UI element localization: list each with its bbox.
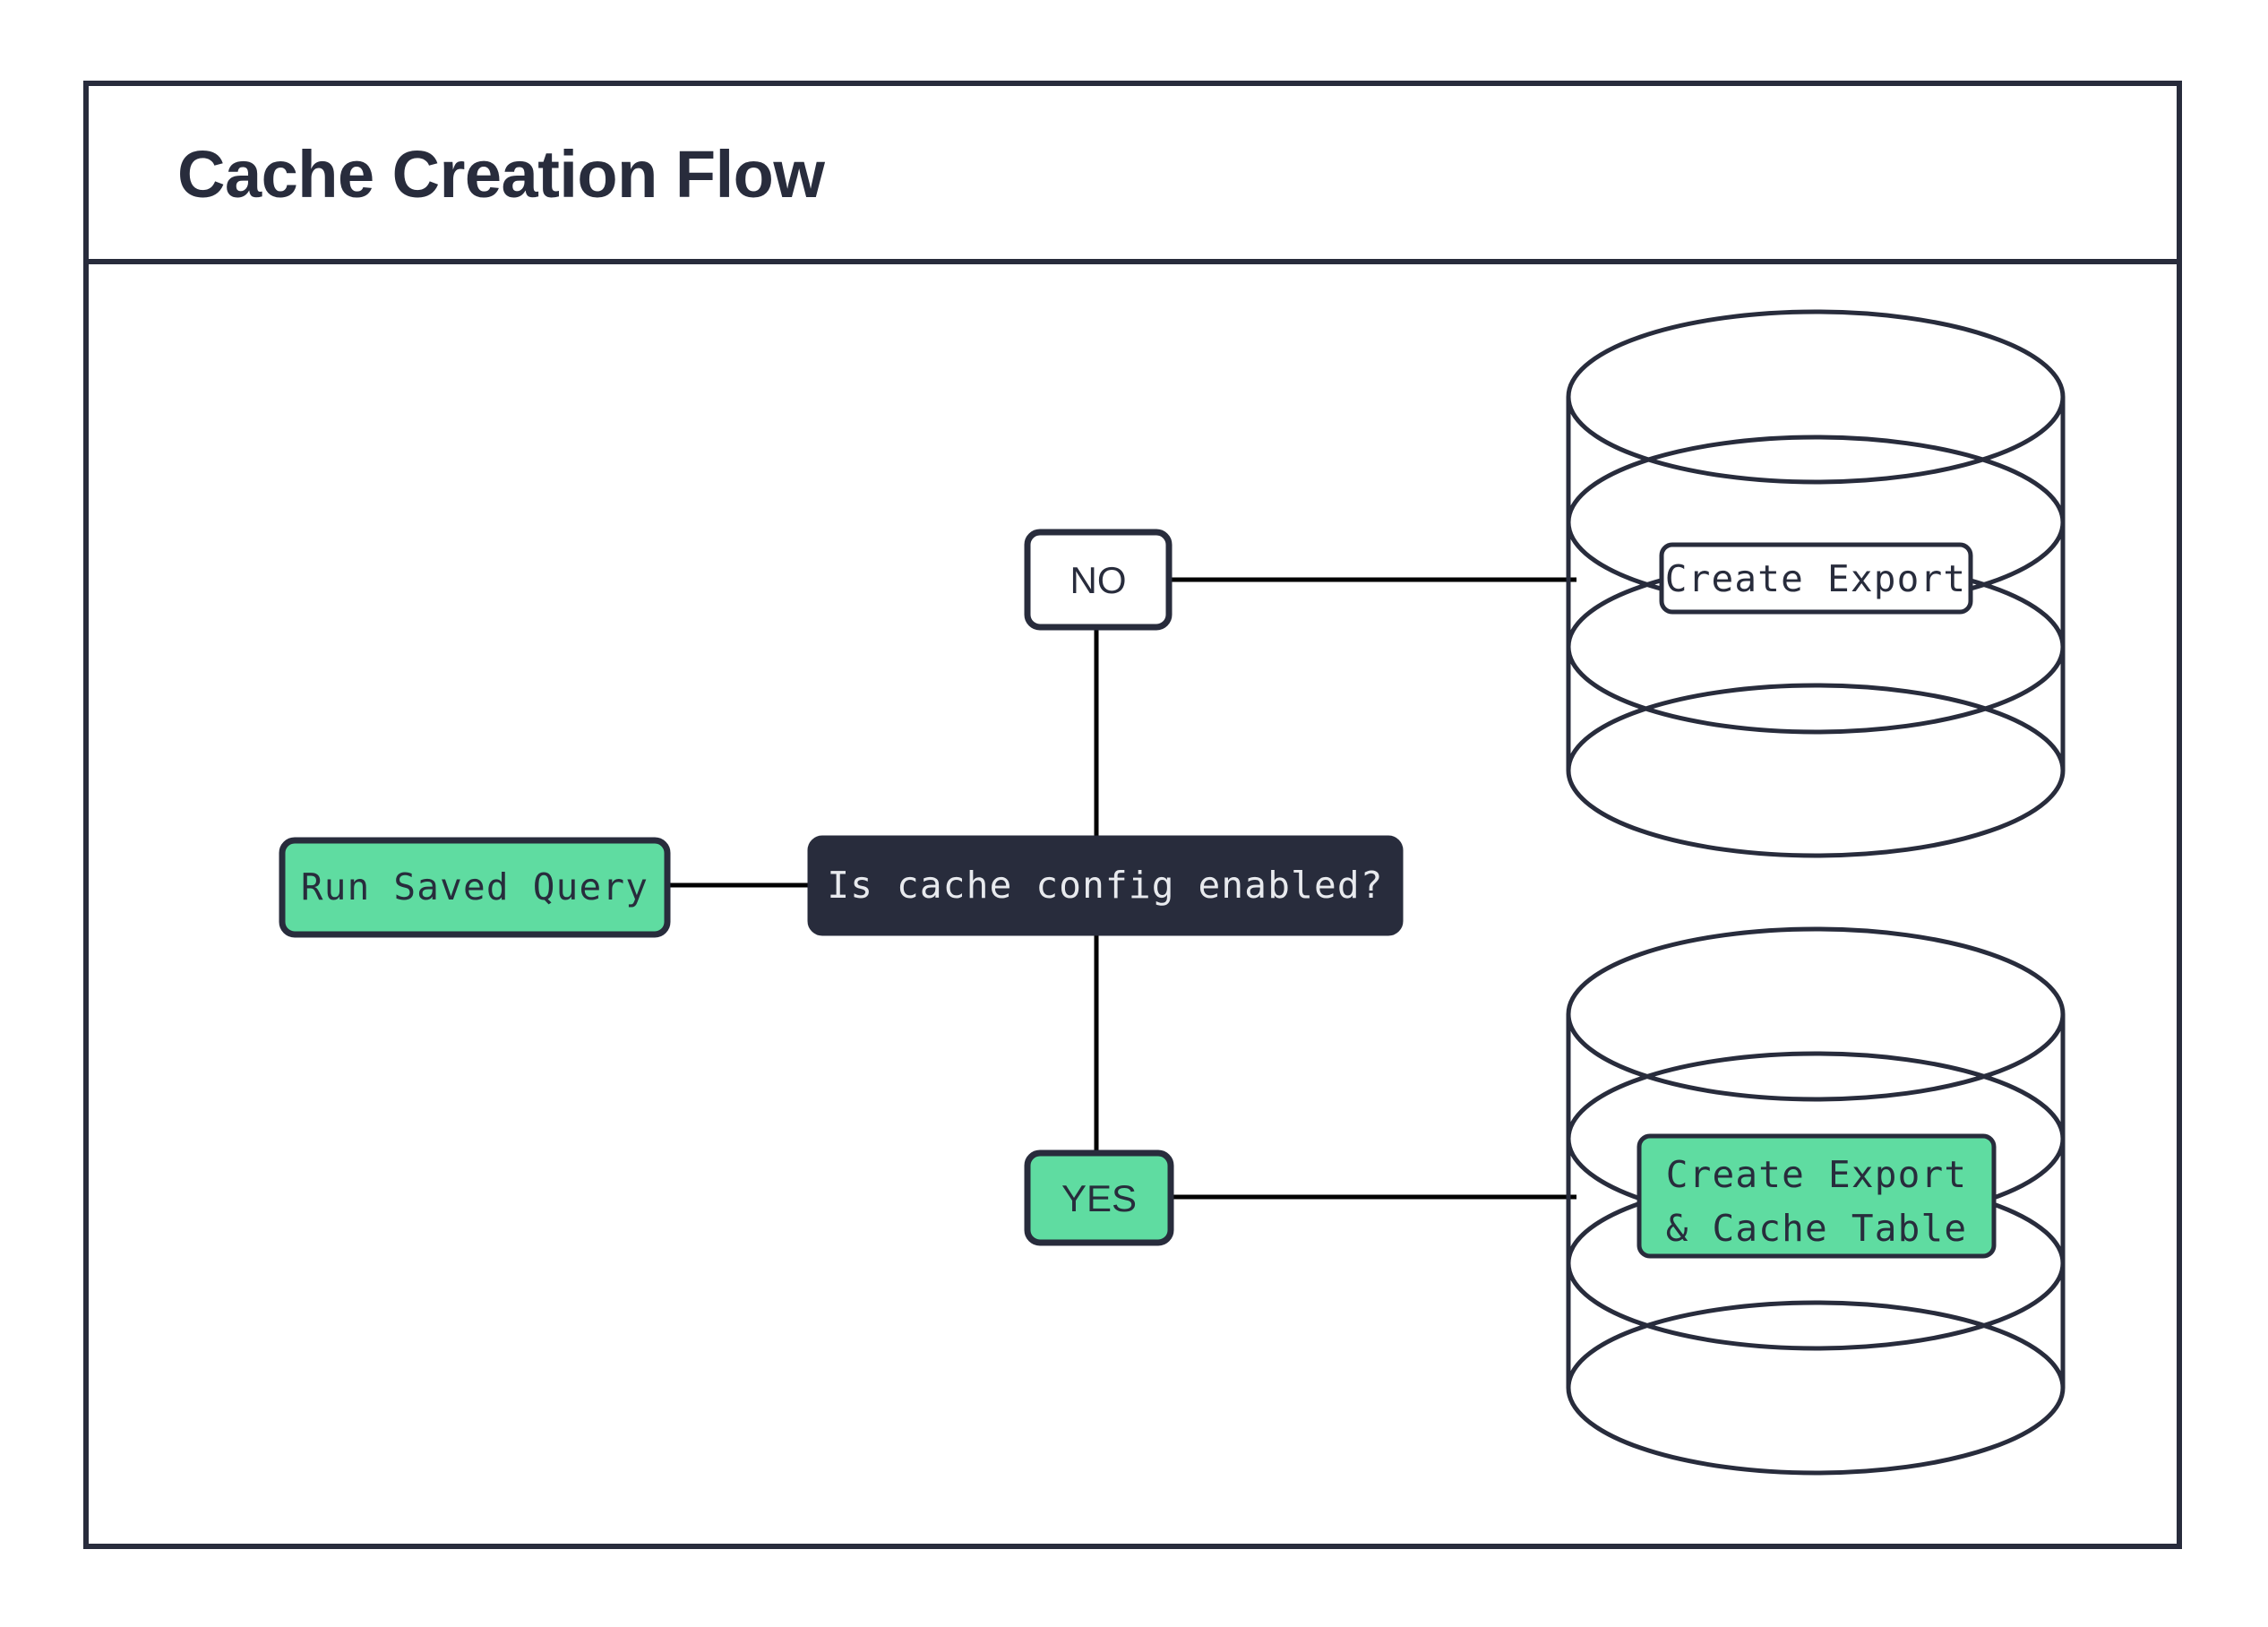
- db-top-disc-4: [1566, 683, 2066, 858]
- db-bottom-disc-1: [1566, 926, 2066, 1102]
- edge-group: [667, 577, 1576, 1200]
- db-top-label: Create Export: [1659, 542, 1973, 615]
- page-title: Cache Creation Flow: [177, 137, 825, 211]
- db-bottom-disc-4: [1566, 1300, 2066, 1476]
- node-decision-cache-config[interactable]: Is cache config enabled?: [807, 835, 1404, 936]
- decision-box[interactable]: [807, 835, 1404, 936]
- decision-label: Is cache config enabled?: [827, 864, 1383, 907]
- node-branch-yes[interactable]: YES: [1024, 1149, 1174, 1246]
- db-top-disc-1: [1566, 309, 2066, 485]
- database-cylinder-top: [1566, 309, 2066, 858]
- db-bottom-label: Create Export & Cache Table: [1637, 1133, 1997, 1259]
- branch-no-box[interactable]: [1024, 529, 1173, 631]
- branch-yes-box[interactable]: [1024, 1149, 1174, 1246]
- node-run-saved-query[interactable]: Run Saved Query: [279, 837, 671, 938]
- db-bottom-label-line1: Create Export: [1666, 1153, 1968, 1196]
- branch-no-label: NO: [1070, 559, 1127, 601]
- db-top-label-text: Create Export: [1665, 557, 1967, 600]
- db-bottom-label-line2: & Cache Table: [1666, 1207, 1968, 1250]
- db-top-label-box: [1659, 542, 1973, 615]
- run-saved-query-label: Run Saved Query: [301, 865, 649, 908]
- branch-yes-label: YES: [1061, 1177, 1137, 1219]
- db-bottom-label-box: [1637, 1133, 1997, 1259]
- node-branch-no[interactable]: NO: [1024, 529, 1173, 631]
- diagram-frame: [83, 81, 2182, 1549]
- run-saved-query-box[interactable]: [279, 837, 671, 938]
